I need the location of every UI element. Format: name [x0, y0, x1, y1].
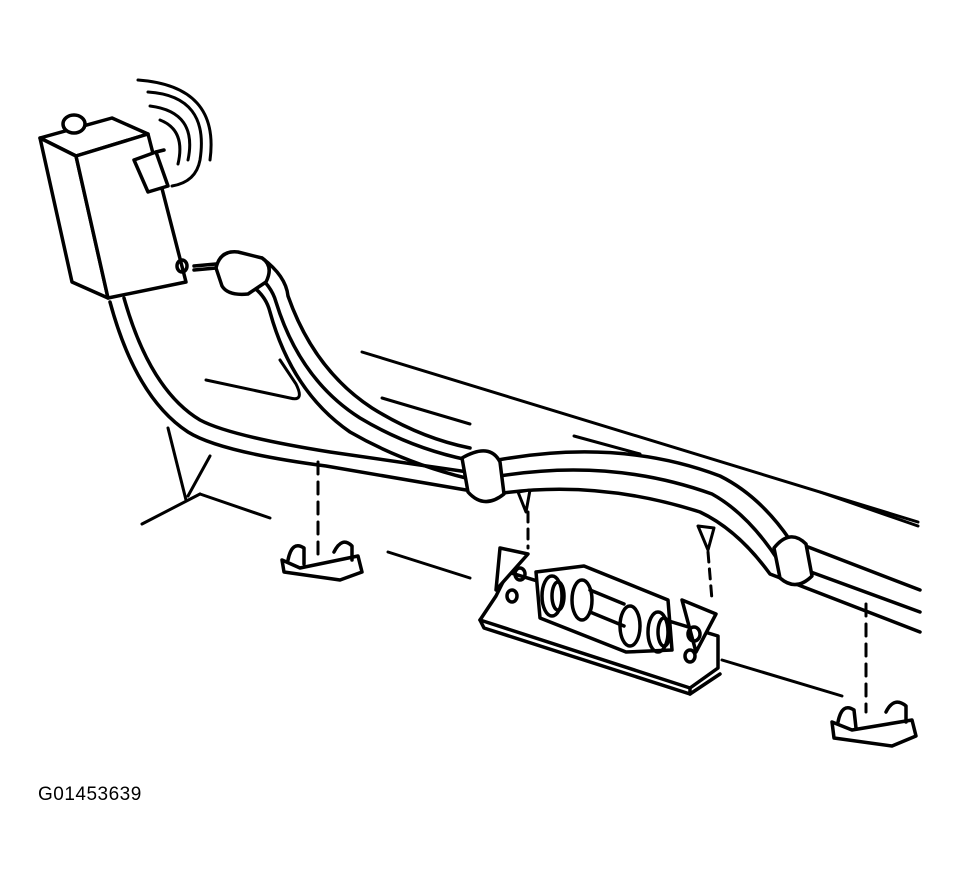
floor-clip-right: [830, 700, 918, 748]
floor-panel-lines: [140, 350, 920, 698]
harness-clips: [460, 449, 814, 587]
figure-id-label: G01453639: [38, 784, 142, 805]
screw-fasteners: [516, 488, 716, 602]
fuse-holder: [534, 564, 674, 654]
incoming-harness-loop: [136, 78, 213, 188]
control-module: [38, 113, 189, 300]
connector-plug: [192, 250, 271, 297]
install-guide-lines: [316, 460, 868, 714]
main-harness: [108, 296, 922, 634]
branch-harness: [238, 256, 472, 480]
floor-clip-left: [280, 540, 364, 582]
